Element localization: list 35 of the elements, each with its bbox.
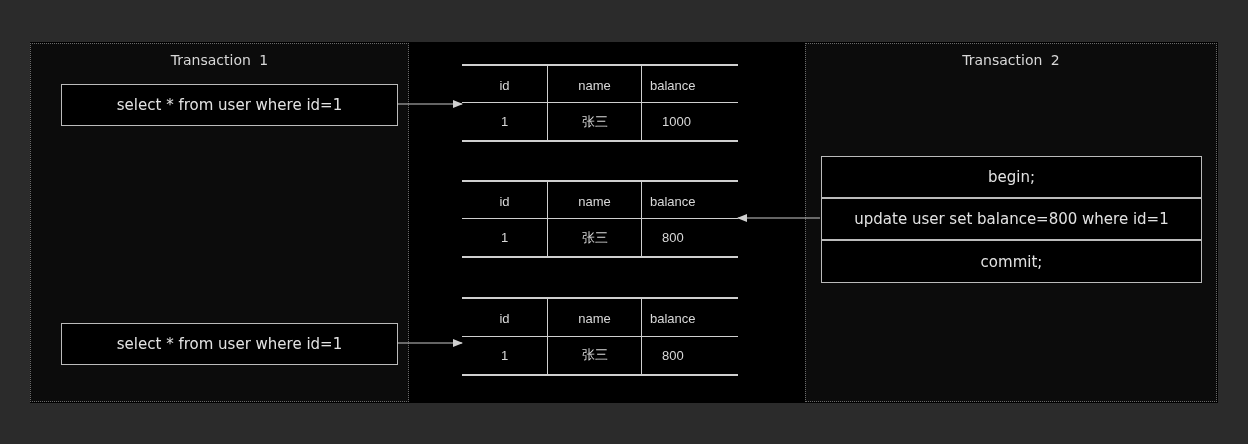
column-header: name: [578, 76, 611, 93]
sql-statement-box: [821, 240, 1202, 283]
column-header: id: [499, 76, 510, 93]
panel-title: Transaction 1: [169, 52, 270, 68]
table-value: 张三: [581, 112, 608, 131]
panel-title: Transaction 2: [961, 52, 1061, 68]
table-value: 1: [500, 230, 509, 245]
transaction-panel: [805, 43, 1217, 402]
table-value: 张三: [581, 346, 608, 365]
table-value: 张三: [581, 228, 608, 247]
column-header: balance: [650, 192, 696, 209]
sql-statement: select * from user where id=1: [116, 96, 343, 114]
sql-statement: begin;: [988, 168, 1035, 186]
table-value: 1: [500, 347, 509, 363]
arrow: [396, 339, 463, 347]
transaction-panel: [30, 43, 409, 402]
table-value: 1000: [662, 114, 691, 129]
sql-statement-box: [821, 198, 1202, 240]
arrow: [737, 214, 821, 222]
column-header: name: [578, 192, 611, 209]
column-header: id: [499, 309, 510, 326]
sql-statement-box: [821, 156, 1202, 198]
column-header: balance: [650, 76, 696, 93]
sql-statement: select * from user where id=1: [116, 335, 343, 353]
sql-statement: commit;: [980, 252, 1043, 271]
column-header: balance: [650, 309, 696, 326]
table-value: 800: [662, 347, 684, 363]
table-value: 1: [500, 114, 509, 129]
sql-statement-box: [61, 323, 398, 365]
sql-statement-box: [61, 84, 398, 126]
table-value: 800: [662, 230, 684, 245]
arrow: [396, 100, 463, 108]
sql-statement: update user set balance=800 where id=1: [854, 210, 1169, 228]
column-header: name: [578, 309, 611, 326]
column-header: id: [499, 192, 510, 209]
